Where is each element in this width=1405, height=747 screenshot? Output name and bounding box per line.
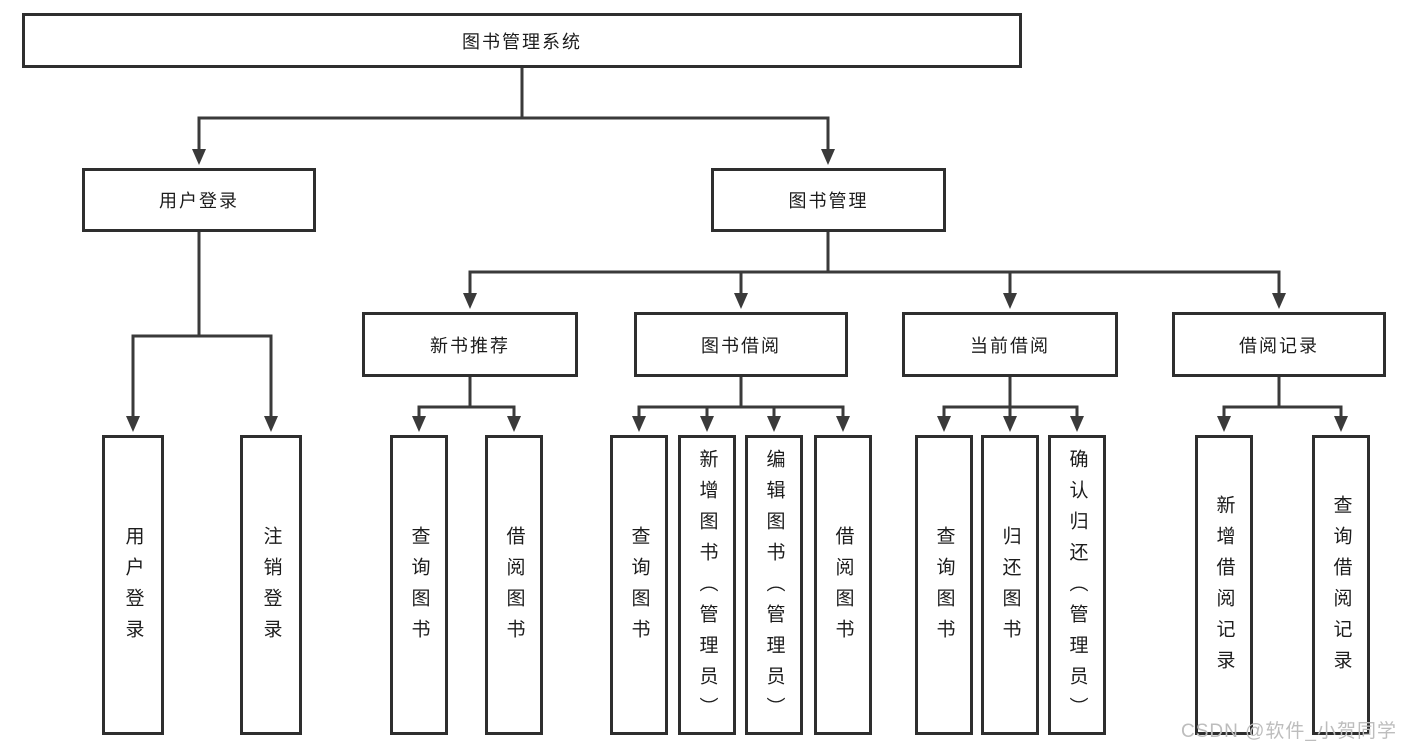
leaf-borrowing-edit-books-admin: 编辑图书（管理员）: [745, 435, 803, 735]
leaf-borrowing-add-books-admin: 新增图书（管理员）: [678, 435, 736, 735]
box-current-borrowing: 当前借阅: [902, 312, 1118, 377]
leaf-current-confirm-return-admin: 确认归还（管理员）: [1048, 435, 1106, 735]
leaf-borrowing-borrow-books: 借阅图书: [814, 435, 872, 735]
leaf-user-login: 用户登录: [102, 435, 164, 735]
leaf-current-return-books: 归还图书: [981, 435, 1039, 735]
leaf-recommend-borrow-books: 借阅图书: [485, 435, 543, 735]
box-root-system: 图书管理系统: [22, 13, 1022, 68]
box-book-borrowing: 图书借阅: [634, 312, 848, 377]
leaf-records-add-record: 新增借阅记录: [1195, 435, 1253, 735]
leaf-recommend-query-books: 查询图书: [390, 435, 448, 735]
leaf-records-query-record: 查询借阅记录: [1312, 435, 1370, 735]
box-book-management: 图书管理: [711, 168, 946, 232]
leaf-current-query-books: 查询图书: [915, 435, 973, 735]
box-borrowing-records: 借阅记录: [1172, 312, 1386, 377]
leaf-borrowing-query-books: 查询图书: [610, 435, 668, 735]
leaf-logout: 注销登录: [240, 435, 302, 735]
box-new-book-recommend: 新书推荐: [362, 312, 578, 377]
box-user-login: 用户登录: [82, 168, 316, 232]
csdn-watermark: CSDN @软件_小贺同学: [1181, 721, 1397, 742]
